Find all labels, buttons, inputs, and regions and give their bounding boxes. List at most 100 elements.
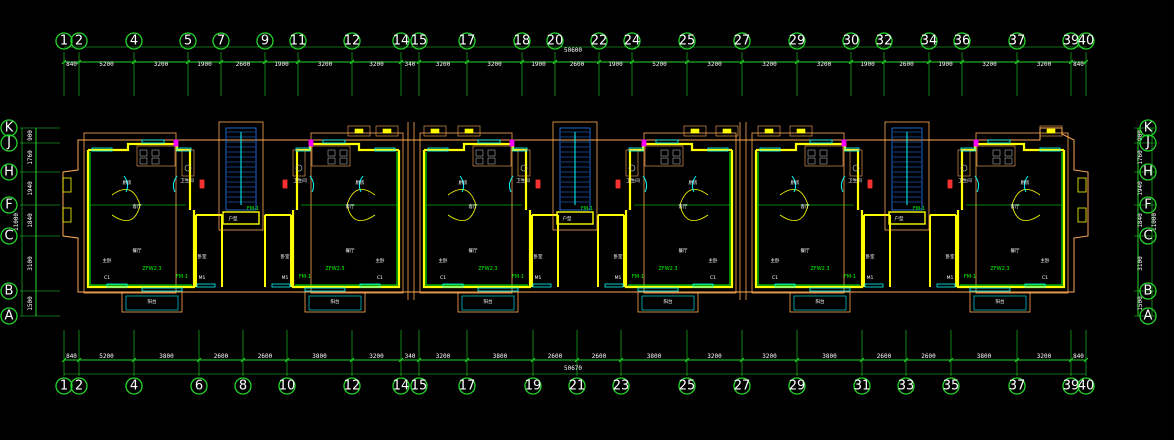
axis-bubble-circle	[125, 377, 143, 395]
top-dim-slash	[629, 59, 635, 65]
accent-red	[282, 179, 288, 189]
axis-bubble-label: A	[1144, 309, 1153, 324]
axis-bubble-label: 33	[898, 379, 915, 394]
green-label: FM-1	[632, 274, 644, 280]
accent-magenta	[841, 139, 847, 147]
room-label-kitchen: 厨房	[459, 179, 468, 186]
axis-bubble-circle	[1139, 134, 1157, 152]
axis-bubble-label: 4	[130, 379, 138, 394]
kitchen-counter	[311, 145, 351, 167]
unit-door-swing	[1023, 175, 1029, 193]
axis-bubble-label: 19	[525, 379, 542, 394]
axis-bubble-circle	[842, 32, 860, 50]
axis-bubble-label: F	[1144, 198, 1151, 213]
unit-wall-outer	[754, 142, 864, 289]
room-label-kitchen: 厨房	[791, 179, 800, 186]
axis-bubble-circle	[179, 32, 197, 50]
axis-25-top: 25	[678, 32, 696, 50]
roof-box	[789, 125, 813, 137]
axis-19-bottom: 19	[524, 377, 542, 395]
bottom-dim-value: 2600	[214, 353, 229, 360]
axis-bubble-circle	[0, 282, 18, 300]
axis-bubble-label: K	[1144, 121, 1153, 136]
top-dim-value: 3200	[369, 61, 384, 68]
bottom-dim-slash	[574, 357, 580, 363]
axis-bubble-circle	[1139, 196, 1157, 214]
axis-bubble-label: 7	[217, 34, 225, 49]
axis-bubble-circle	[1139, 163, 1157, 181]
unit-window	[304, 287, 346, 292]
accent-red	[535, 179, 541, 189]
kitchen-fixture	[819, 157, 828, 165]
unit-window	[442, 283, 464, 288]
axis-bubble-circle	[234, 377, 252, 395]
room-label-living: 客厅	[133, 203, 142, 210]
room-label-dining: 餐厅	[469, 247, 478, 254]
room-label-balcony: 阳台	[816, 298, 825, 305]
kitchen-fixture	[327, 149, 336, 157]
top-dim-slash	[464, 59, 470, 65]
room-label-kitchen: 厨房	[356, 179, 365, 186]
accent-magenta	[509, 139, 515, 147]
axis-34-top: 34	[920, 32, 938, 50]
axis-bubble-label: 2	[75, 34, 83, 49]
room-label-dining: 餐厅	[679, 247, 688, 254]
stair-well	[559, 127, 591, 211]
kitchen-fixture	[807, 149, 816, 157]
top-dim-slash	[1083, 59, 1089, 65]
window-label: C1	[440, 275, 446, 281]
unit-window	[374, 147, 396, 152]
axis-bubble-circle	[546, 32, 564, 50]
axis-14-bottom: 14	[392, 377, 410, 395]
bottom-dim-slash	[196, 357, 202, 363]
axis-bubble-label: H	[4, 165, 14, 180]
axis-bubble-circle	[1139, 227, 1157, 245]
unit-wall-inner	[628, 152, 731, 286]
axis-6-bottom: 6	[190, 377, 208, 395]
green-label: ZFW2.3	[325, 266, 344, 272]
room-label-bath: 卫生间	[516, 177, 530, 184]
room-label-dining: 餐厅	[1011, 247, 1020, 254]
axis-bubble-circle	[733, 32, 751, 50]
roof-box	[757, 125, 781, 137]
balcony-rail	[793, 295, 847, 311]
bottom-dim-value: 3800	[977, 353, 992, 360]
axis-F-right: F	[1139, 196, 1157, 214]
accent-magenta	[973, 139, 979, 147]
unit-door-swing	[791, 175, 797, 193]
green-label: ZFW2.3	[990, 266, 1009, 272]
axis-bubble-circle	[788, 32, 806, 50]
axis-bubble-circle	[853, 377, 871, 395]
room-label-bath: 卫生间	[848, 177, 862, 184]
axis-20-top: 20	[546, 32, 564, 50]
room-label-master: 主卧	[376, 257, 385, 264]
room-label-balcony: 阳台	[331, 298, 340, 305]
top-dim-slash	[881, 59, 887, 65]
bottom-dim-slash	[1083, 357, 1089, 363]
unit-door-swing	[840, 175, 846, 193]
unit-window	[477, 287, 519, 292]
kitchen-counter	[136, 145, 176, 167]
bottom-dim-slash	[618, 357, 624, 363]
top-dim-value: 3200	[707, 61, 722, 68]
top-dim-value: 3200	[817, 61, 832, 68]
axis-bubble-label: 20	[547, 34, 564, 49]
stair-green-label: FM-1	[581, 206, 593, 212]
door-label: M1	[867, 275, 874, 281]
top-dim-value: 840	[1073, 61, 1084, 68]
axis-bubble-circle	[1008, 32, 1026, 50]
axis-bubble-label: B	[1144, 284, 1153, 299]
axis-4-top: 4	[125, 32, 143, 50]
axis-9-top: 9	[256, 32, 274, 50]
room-label-dining: 餐厅	[133, 247, 142, 254]
unit-wall-inner	[960, 152, 1063, 286]
axis-bubble-label: 40	[1078, 34, 1095, 49]
unit-window	[176, 147, 192, 152]
axis-bubble-label: C	[4, 229, 13, 244]
axis-bubble-label: F	[5, 198, 12, 213]
axis-bubble-circle	[568, 377, 586, 395]
accent-red	[615, 179, 621, 189]
bottom-dim-value: 3200	[436, 353, 451, 360]
axis-bubble-circle	[1077, 377, 1095, 395]
